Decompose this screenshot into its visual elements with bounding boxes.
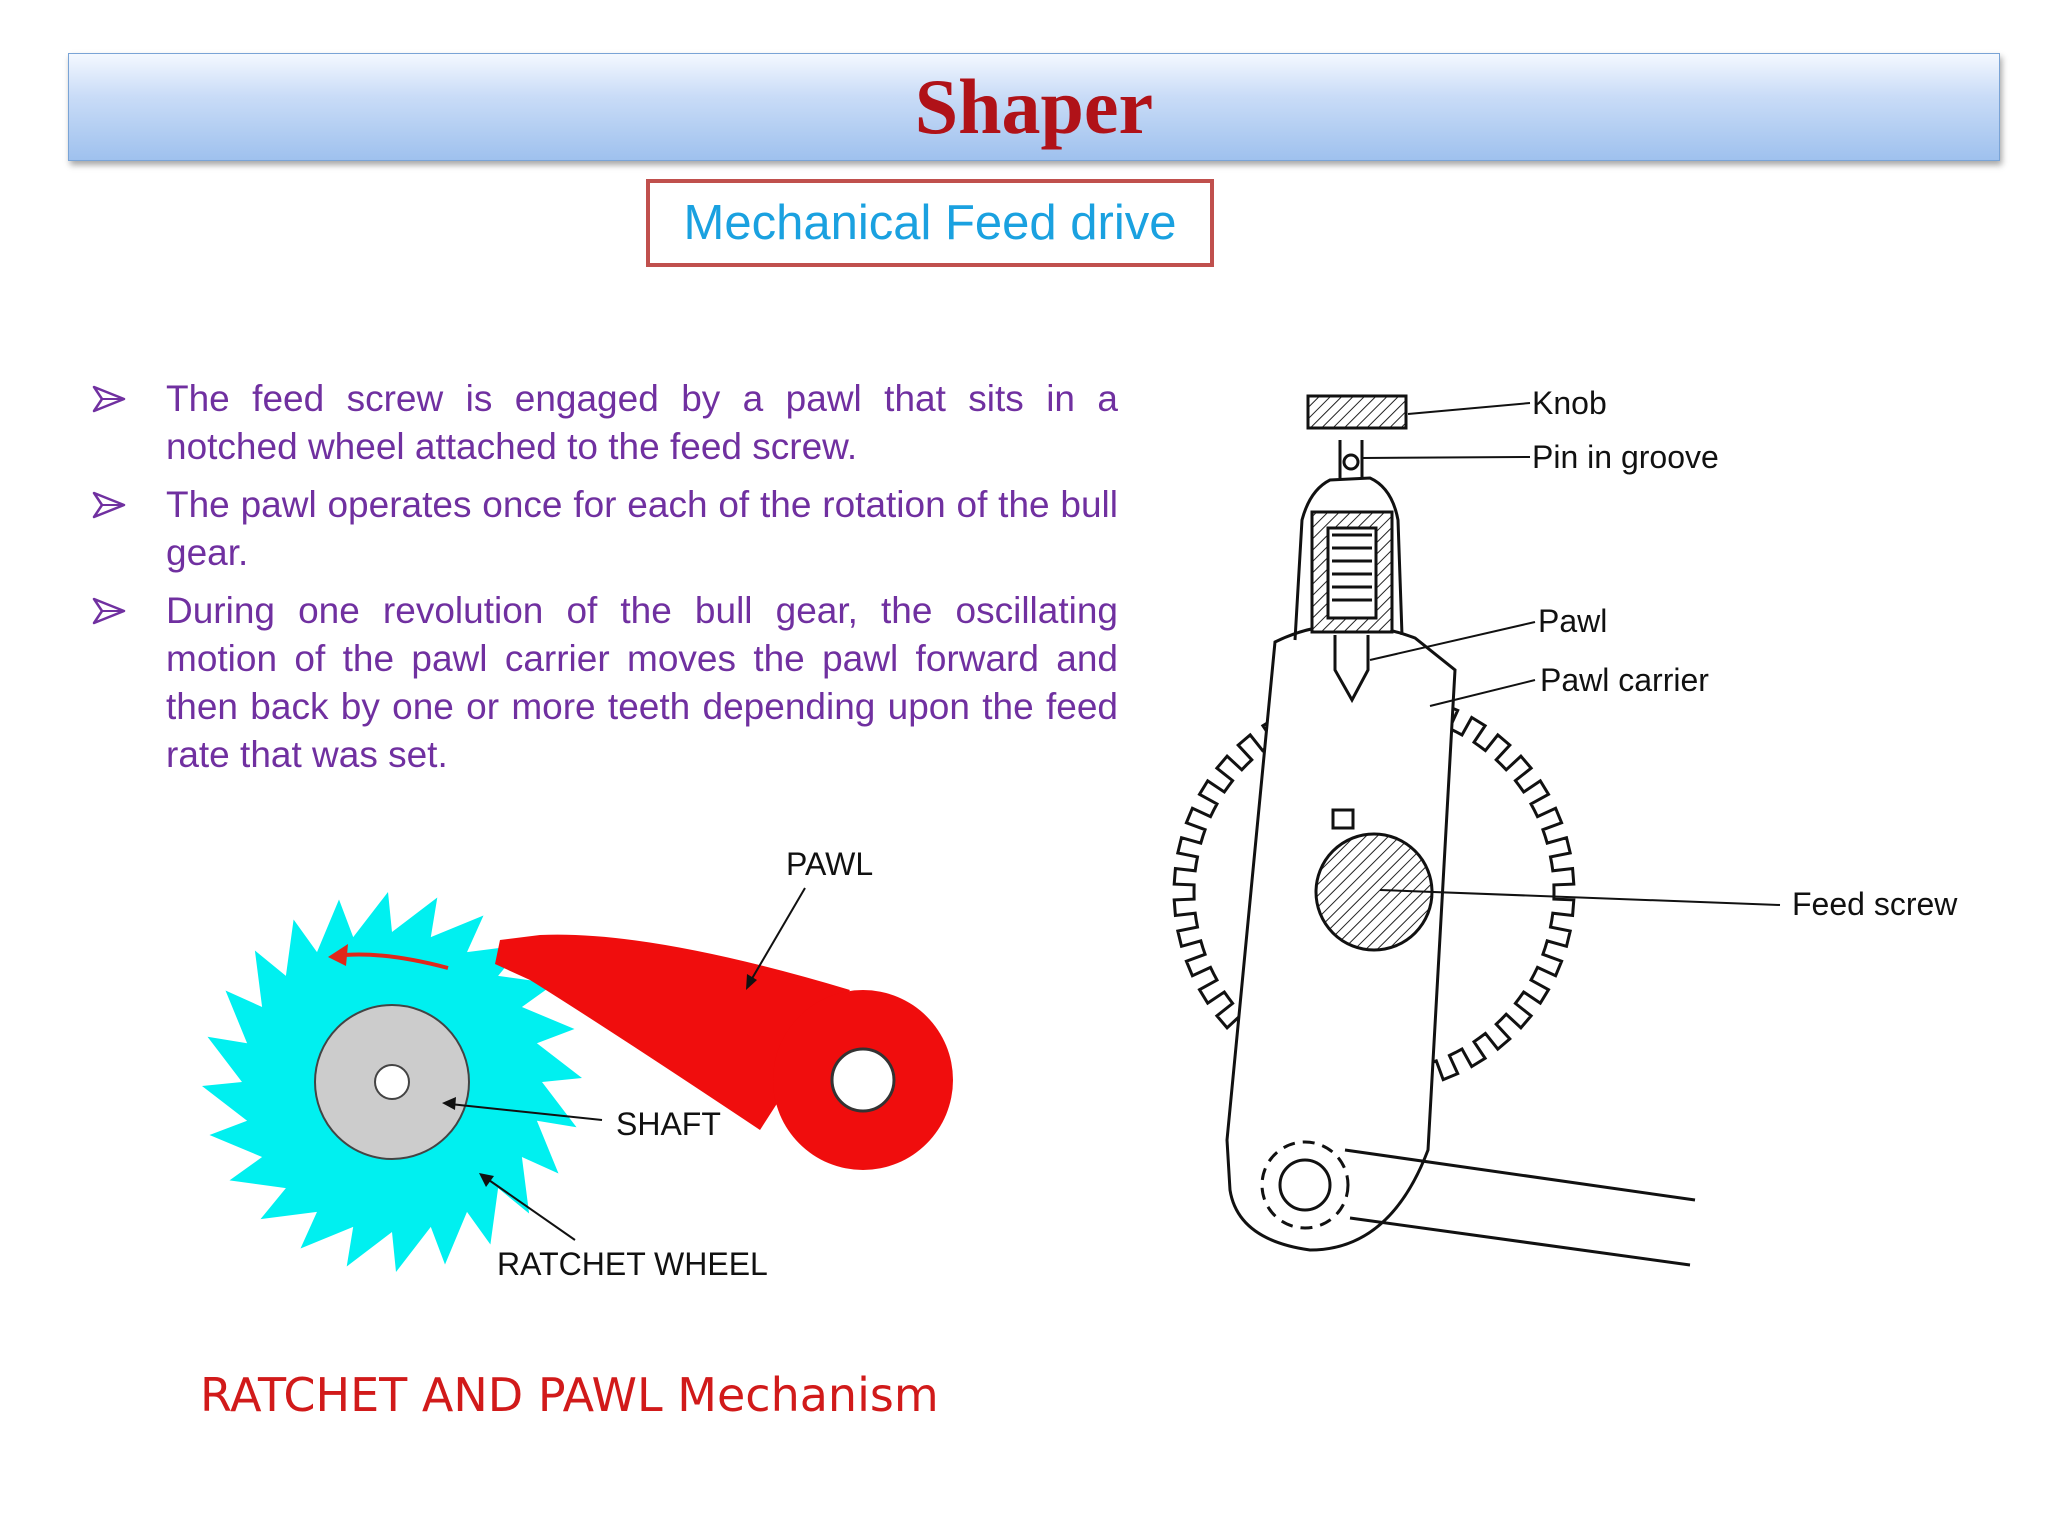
pawl-leader [1369, 621, 1536, 661]
rotation-arrowhead-icon [328, 944, 348, 966]
pawl-leader [749, 887, 806, 983]
pawl-arm [495, 934, 850, 1130]
bullet-item: During one revolution of the bull gear, … [90, 587, 1118, 779]
pawl-housing [1293, 476, 1404, 641]
shaft-label: SHAFT [616, 1106, 721, 1142]
feed-mechanism-diagram: Knob Pin in groove Pawl Pawl carrier Fee… [1172, 385, 1958, 1267]
lever-arm-top [1344, 1148, 1696, 1202]
pawl-label: PAWL [786, 846, 873, 882]
slide-title: Shaper [914, 63, 1154, 150]
lever-arm-bottom [1349, 1216, 1691, 1267]
pin-in-groove-label: Pin in groove [1532, 439, 1719, 475]
ratchet-leader [485, 1177, 576, 1241]
knob [1306, 394, 1408, 430]
arrow-bullet-icon [92, 597, 126, 625]
feed-screw-leader [1379, 889, 1781, 906]
pin-in-groove [1342, 453, 1360, 471]
bullet-list: The feed screw is engaged by a pawl that… [90, 375, 1118, 789]
pivot-inner [1278, 1158, 1332, 1212]
pivot-outer [1260, 1140, 1350, 1230]
pawl-carrier-label: Pawl carrier [1540, 662, 1709, 698]
bullet-text: During one revolution of the bull gear, … [166, 590, 1118, 775]
ratchet-wheel-label: RATCHET WHEEL [497, 1246, 768, 1282]
arrow-bullet-icon [92, 385, 126, 413]
shaft-leader-arrowhead-icon [442, 1097, 456, 1110]
subtitle-box: Mechanical Feed drive [646, 179, 1214, 267]
feed-screw-label: Feed screw [1792, 886, 1958, 922]
pawl-pivot-hole [830, 1047, 896, 1113]
pin-leader [1361, 456, 1531, 459]
pin-stem [1338, 440, 1364, 478]
knob-leader [1407, 402, 1531, 415]
spring-coils [1332, 533, 1372, 602]
shaft-leader [449, 1103, 603, 1121]
ratchet-pawl-diagram: PAWL SHAFT RATCHET WHEEL [202, 846, 953, 1282]
knob-label: Knob [1532, 385, 1607, 421]
feed-screw-key [1331, 808, 1355, 830]
ratchet-leader-arrowhead-icon [479, 1173, 494, 1187]
bullet-text: The feed screw is engaged by a pawl that… [166, 378, 1118, 467]
diagram-caption: RATCHET AND PAWL Mechanism [200, 1368, 939, 1422]
bullet-text: The pawl operates once for each of the r… [166, 484, 1118, 573]
arrow-bullet-icon [92, 491, 126, 519]
pawl-leader-arrowhead-icon [746, 974, 757, 990]
bullet-item: The pawl operates once for each of the r… [90, 481, 1118, 577]
bullet-item: The feed screw is engaged by a pawl that… [90, 375, 1118, 471]
pawl-carrier-leader [1429, 679, 1536, 707]
pawl-label: Pawl [1538, 603, 1607, 639]
pawl-tooth [1333, 635, 1370, 704]
title-bar: Shaper [68, 53, 2000, 161]
shaft-hole [374, 1064, 410, 1100]
